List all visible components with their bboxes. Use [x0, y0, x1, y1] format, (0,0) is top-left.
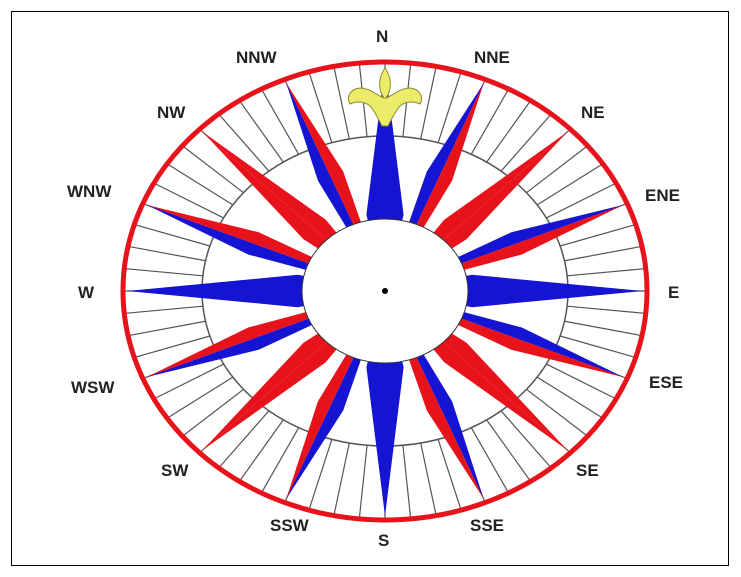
tick-line — [168, 164, 234, 206]
fleur-de-lis-icon — [347, 67, 423, 127]
tick-line — [546, 183, 615, 219]
tick-line — [129, 320, 206, 336]
tick-line — [536, 164, 602, 206]
tick-line — [500, 410, 551, 467]
tick-line — [437, 73, 462, 143]
minor-point-left — [146, 291, 385, 378]
tick-line — [219, 410, 270, 467]
tick-line — [129, 246, 206, 262]
tick-line — [486, 419, 530, 481]
label-ne: NE — [581, 103, 605, 122]
label-e: E — [668, 283, 680, 302]
label-ssw: SSW — [270, 516, 309, 535]
tick-line — [183, 388, 244, 436]
tick-line — [136, 335, 211, 358]
tick-line — [261, 90, 300, 155]
label-nw: NW — [157, 103, 186, 122]
label-nnw: NNW — [236, 48, 277, 67]
tick-line — [420, 68, 437, 140]
tick-line — [559, 335, 634, 358]
intercardinal-point-left — [202, 291, 385, 451]
tick-line — [240, 419, 284, 481]
tick-line — [526, 146, 587, 194]
tick-line — [155, 363, 224, 399]
tick-line — [437, 439, 462, 509]
tick-line — [308, 439, 333, 509]
tick-line — [333, 442, 350, 514]
label-s: S — [378, 531, 390, 550]
label-wnw: WNW — [67, 182, 112, 201]
tick-line — [470, 427, 509, 492]
label-wsw: WSW — [71, 378, 115, 397]
tick-line — [567, 305, 644, 314]
minor-point-left — [385, 291, 484, 499]
tick-line — [526, 388, 587, 436]
tick-line — [420, 442, 437, 514]
tick-line — [567, 268, 644, 277]
tick-line — [168, 376, 234, 418]
label-nne: NNE — [474, 48, 510, 67]
tick-line — [486, 101, 530, 163]
tick-line — [402, 445, 412, 517]
tick-line — [559, 224, 634, 247]
tick-line — [308, 73, 333, 143]
outer-ring — [120, 59, 650, 523]
tick-line — [500, 115, 551, 172]
tick-line — [219, 115, 270, 172]
tick-line — [564, 246, 641, 262]
tick-line — [358, 445, 368, 517]
tick-line — [546, 363, 615, 399]
label-ese: ESE — [649, 373, 684, 392]
label-n: N — [376, 27, 389, 46]
tick-line — [333, 68, 350, 140]
label-w: W — [78, 283, 95, 302]
tick-line — [536, 376, 602, 418]
intercardinal-point-right — [202, 131, 385, 291]
tick-line — [564, 320, 641, 336]
label-sw: SW — [161, 461, 189, 480]
label-ene: ENE — [645, 186, 680, 205]
center-dot — [382, 288, 388, 294]
minor-point-right — [286, 291, 385, 499]
tick-line — [126, 305, 203, 314]
minor-point-right — [146, 204, 385, 291]
label-sse: SSE — [470, 516, 505, 535]
label-se: SE — [576, 461, 599, 480]
tick-line — [261, 427, 300, 492]
minor-point-right — [385, 83, 484, 291]
tick-line — [470, 90, 509, 155]
tick-line — [155, 183, 224, 219]
tick-line — [126, 268, 203, 277]
tick-line — [240, 101, 284, 163]
minor-point-left — [286, 83, 385, 291]
tick-line — [136, 224, 211, 247]
tick-line — [183, 146, 244, 194]
